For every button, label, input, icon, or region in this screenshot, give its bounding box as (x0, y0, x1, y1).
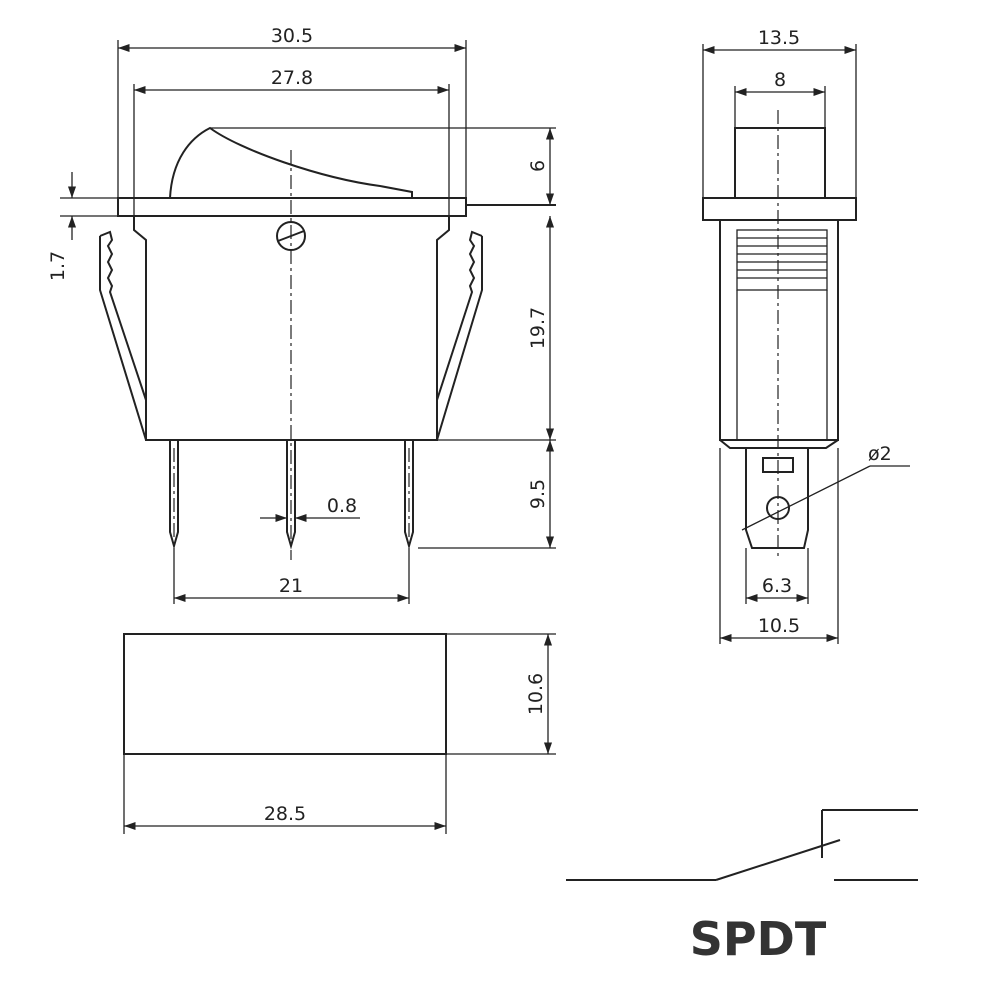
dim-terminal-length: 9.5 (527, 479, 549, 509)
schematic-label: SPDT (690, 912, 827, 966)
dim-hole-diameter: ø2 (868, 443, 892, 465)
dim-body-height: 19.7 (527, 307, 549, 349)
terminal-left (169, 439, 179, 550)
dim-terminal-width: 6.3 (762, 575, 792, 597)
dim-terminal-spacing: 21 (279, 575, 303, 597)
spdt-schematic: SPDT (566, 809, 918, 966)
dim-bottom-width: 28.5 (264, 803, 306, 825)
dim-bezel-width: 27.8 (271, 67, 313, 89)
dim-bottom-height: 10.6 (525, 673, 547, 715)
dim-rocker-height: 6 (527, 160, 549, 172)
dim-flange-thickness: 1.7 (47, 251, 69, 281)
side-view: 13.5 8 ø2 6.3 10.5 (702, 27, 910, 644)
dim-rocker-depth: 8 (774, 69, 786, 91)
front-view: 30.5 27.8 6 1.7 19.7 9.5 0.8 21 (47, 25, 556, 604)
dim-terminal-thickness: 0.8 (327, 495, 357, 517)
dim-side-body-depth: 10.5 (758, 615, 800, 637)
bottom-view: 10.6 28.5 (123, 633, 556, 834)
terminal-right (404, 439, 414, 550)
terminal-center (286, 439, 296, 550)
dim-overall-width: 30.5 (271, 25, 313, 47)
dim-side-depth: 13.5 (758, 27, 800, 49)
